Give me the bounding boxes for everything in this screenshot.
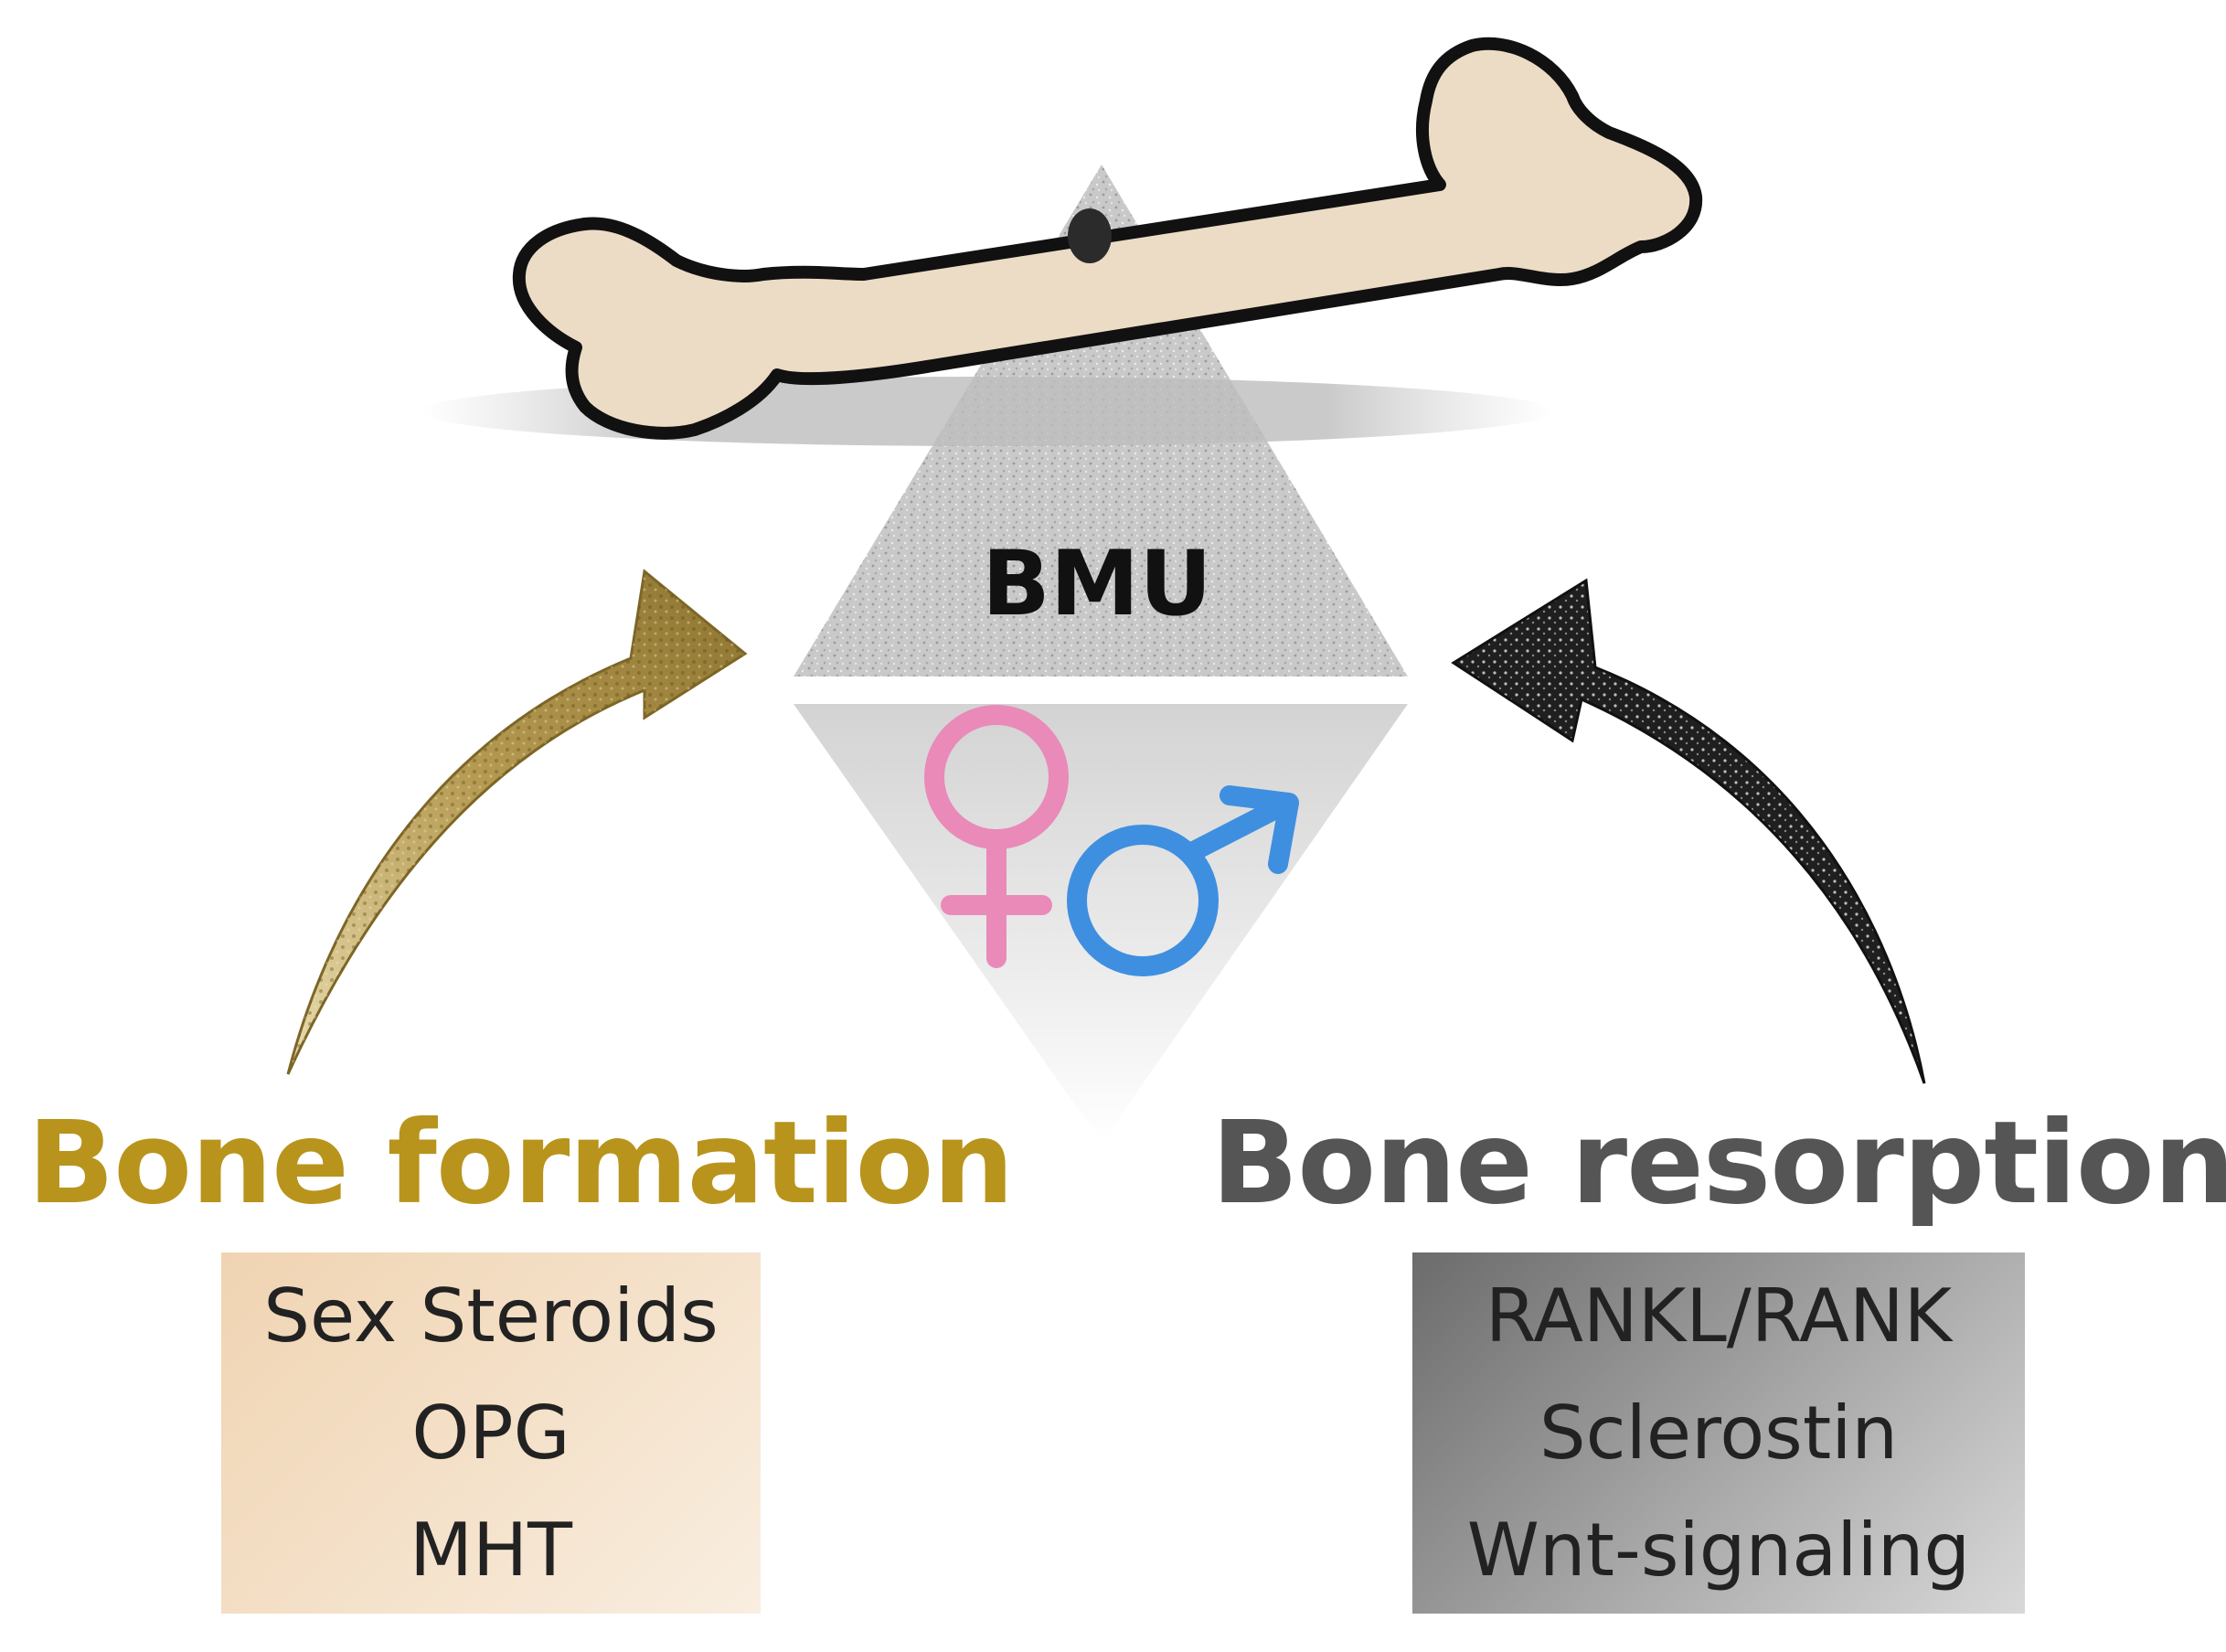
formation-factor-item: Sex Steroids — [263, 1273, 719, 1359]
formation-factors-box: Sex Steroids OPG MHT — [221, 1252, 761, 1614]
resorption-factor-item: Wnt-signaling — [1466, 1507, 1971, 1593]
bone-mark — [1068, 208, 1112, 263]
resorption-arrow-icon — [1451, 578, 1926, 1084]
formation-arrow-texture — [288, 571, 745, 1074]
resorption-factor-item: Sclerostin — [1539, 1390, 1899, 1476]
female-symbol-icon — [924, 705, 1069, 968]
bone-formation-title: Bone formation — [27, 1097, 1014, 1230]
sex-triangle — [793, 704, 1408, 1143]
formation-factor-item: MHT — [409, 1507, 573, 1593]
bone-resorption-title: Bone resorption — [1211, 1097, 2226, 1230]
bone-icon — [512, 37, 1703, 440]
bmu-label: BMU — [982, 532, 1212, 636]
resorption-factors-box: RANKL/RANK Sclerostin Wnt-signaling — [1412, 1252, 2025, 1614]
formation-factor-item: OPG — [411, 1390, 570, 1476]
resorption-factor-item: RANKL/RANK — [1485, 1273, 1953, 1359]
male-symbol-icon — [1067, 785, 1299, 976]
